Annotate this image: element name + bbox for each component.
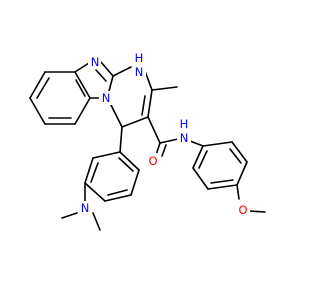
bond <box>84 157 94 184</box>
bond <box>119 151 140 171</box>
atom-h-on-n: H <box>135 51 144 65</box>
bond <box>92 151 121 159</box>
bond <box>151 86 178 91</box>
bond <box>104 194 132 202</box>
bond <box>121 116 149 128</box>
bond <box>108 75 114 92</box>
bond <box>84 182 106 202</box>
bond-double <box>107 189 128 196</box>
atom-labels: N H N N O N H O N <box>78 51 250 218</box>
bond <box>144 70 153 91</box>
bond-double <box>95 69 107 82</box>
molecule-structure: N H N N O N H O N <box>29 51 266 231</box>
atom-nh: N <box>135 65 144 79</box>
bond <box>249 210 266 213</box>
bond <box>202 141 233 147</box>
bond-double <box>36 77 50 99</box>
atom-n-imine: N <box>91 55 100 69</box>
bond-double <box>161 144 167 157</box>
bond <box>61 212 78 219</box>
bond <box>110 104 123 128</box>
bond <box>74 62 90 73</box>
atom-o-methoxy: O <box>238 203 247 217</box>
bond <box>207 184 238 190</box>
bond <box>159 138 179 144</box>
bond <box>92 212 101 231</box>
bond-double <box>198 150 208 169</box>
bonds <box>29 61 266 231</box>
bond-double <box>118 157 134 172</box>
bond <box>192 145 204 169</box>
bond <box>189 140 204 147</box>
bond <box>236 184 240 200</box>
bond-double <box>229 148 242 164</box>
molecule-canvas: N H N N O N H O N <box>29 51 266 231</box>
bond <box>147 89 153 118</box>
bond <box>29 97 46 125</box>
atom-n-amide: N <box>180 131 189 145</box>
bond <box>236 161 248 186</box>
bond <box>74 71 91 99</box>
bond-double <box>210 179 234 184</box>
bond <box>192 167 209 190</box>
atom-n-bridgehead: N <box>102 91 111 105</box>
bond <box>100 61 114 77</box>
bond <box>147 116 161 144</box>
bond <box>119 126 123 153</box>
bond <box>231 141 248 163</box>
bond <box>130 169 140 196</box>
bond <box>29 71 46 99</box>
bond <box>112 66 132 77</box>
bond-double <box>75 79 86 97</box>
atom-o-amide: O <box>148 154 157 168</box>
atom-h-amide: H <box>180 117 189 131</box>
bond-double <box>90 162 99 183</box>
atom-n-dimethylamino: N <box>81 201 90 215</box>
bond <box>74 97 91 125</box>
bond-double <box>141 95 146 116</box>
